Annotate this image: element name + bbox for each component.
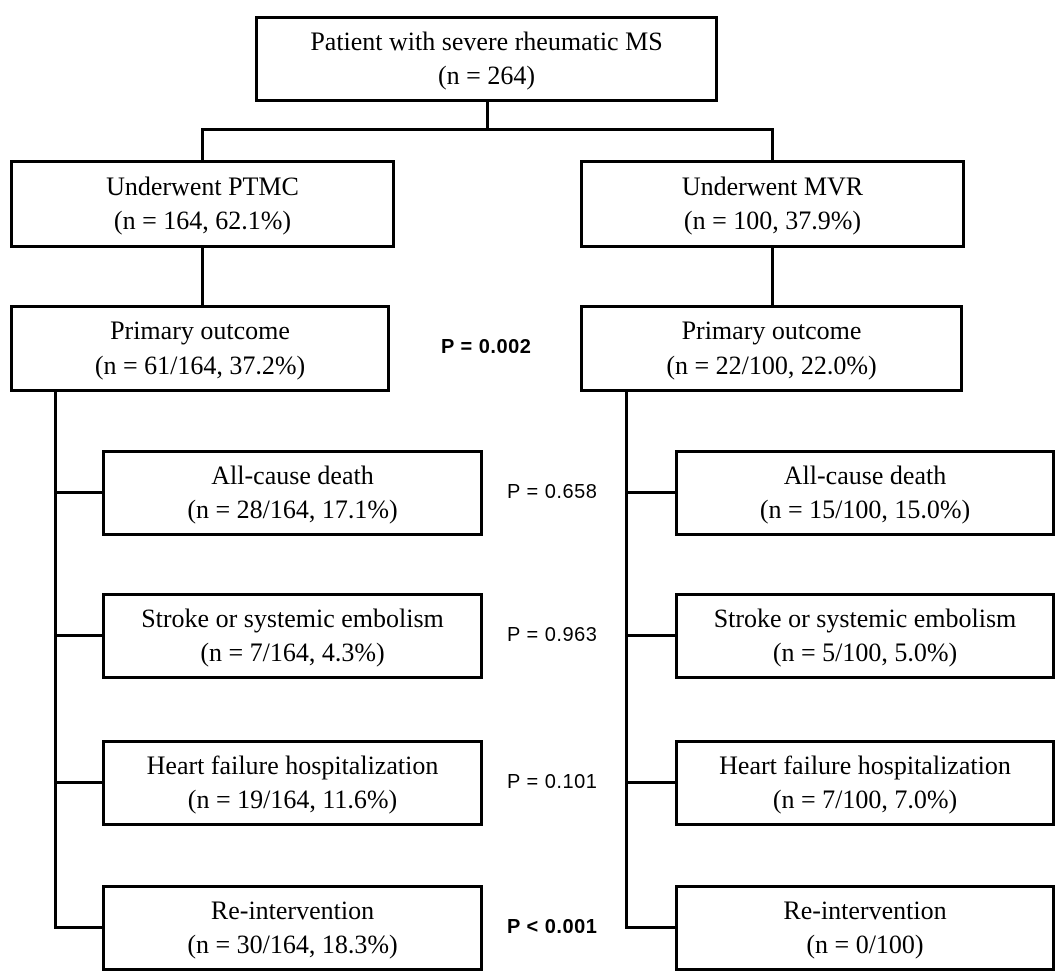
connector-right-spine	[625, 392, 628, 929]
connector-root-stem	[486, 102, 489, 130]
mvr-outcome-hf-title: Heart failure hospitalization	[719, 750, 1011, 780]
mvr-outcome-stroke-box: Stroke or systemic embolism (n = 5/100, …	[675, 593, 1055, 679]
mvr-outcome-stroke-title: Stroke or systemic embolism	[713, 603, 1017, 633]
connector-left-spine	[54, 392, 57, 929]
ptmc-group-count: (n = 164, 62.1%)	[113, 206, 292, 235]
connector-right-stub-4	[625, 926, 675, 929]
ptmc-outcome-stroke-box: Stroke or systemic embolism (n = 7/164, …	[102, 593, 483, 679]
ptmc-outcome-reintervention-title: Re-intervention	[210, 895, 375, 925]
ptmc-group-box: Underwent PTMC (n = 164, 62.1%)	[10, 160, 395, 248]
ptmc-outcome-stroke-count: (n = 7/164, 4.3%)	[200, 638, 385, 667]
mvr-outcome-reintervention-box: Re-intervention (n = 0/100)	[675, 885, 1055, 971]
mvr-outcome-death-count: (n = 15/100, 15.0%)	[759, 495, 971, 524]
connector-left-stub-4	[54, 926, 102, 929]
mvr-outcome-death-title: All-cause death	[783, 460, 947, 490]
connector-right-primary-stem	[771, 248, 774, 307]
mvr-group-count: (n = 100, 37.9%)	[683, 206, 862, 235]
root-box-count: (n = 264)	[438, 61, 535, 90]
connector-left-stub-3	[54, 781, 102, 784]
mvr-outcome-reintervention-title: Re-intervention	[783, 895, 947, 925]
p-value-death: P = 0.658	[507, 481, 598, 503]
mvr-primary-title: Primary outcome	[681, 316, 862, 346]
ptmc-outcome-death-box: All-cause death (n = 28/164, 17.1%)	[102, 450, 483, 536]
mvr-outcome-death-box: All-cause death (n = 15/100, 15.0%)	[675, 450, 1055, 536]
ptmc-outcome-death-count: (n = 28/164, 17.1%)	[187, 495, 398, 524]
mvr-outcome-reintervention-count: (n = 0/100)	[806, 930, 924, 959]
p-value-reintervention: P < 0.001	[507, 916, 598, 938]
root-box-title: Patient with severe rheumatic MS	[310, 26, 663, 56]
root-box: Patient with severe rheumatic MS (n = 26…	[255, 16, 718, 102]
connector-left-branch-stem	[201, 128, 204, 162]
ptmc-primary-title: Primary outcome	[110, 316, 290, 346]
connector-left-stub-1	[54, 491, 102, 494]
connector-right-stub-1	[625, 491, 675, 494]
ptmc-outcome-hf-count: (n = 19/164, 11.6%)	[187, 785, 398, 814]
ptmc-primary-outcome-box: Primary outcome (n = 61/164, 37.2%)	[10, 305, 390, 392]
connector-right-stub-2	[625, 634, 675, 637]
mvr-outcome-hf-count: (n = 7/100, 7.0%)	[772, 785, 958, 814]
connector-left-stub-2	[54, 634, 102, 637]
mvr-primary-outcome-box: Primary outcome (n = 22/100, 22.0%)	[580, 305, 963, 392]
mvr-primary-count: (n = 22/100, 22.0%)	[666, 350, 877, 380]
ptmc-outcome-hf-title: Heart failure hospitalization	[146, 750, 439, 780]
connector-left-primary-stem	[201, 248, 204, 307]
connector-right-branch-stem	[771, 128, 774, 162]
mvr-group-box: Underwent MVR (n = 100, 37.9%)	[580, 160, 965, 248]
ptmc-outcome-hf-box: Heart failure hospitalization (n = 19/16…	[102, 740, 483, 826]
p-value-primary: P = 0.002	[441, 336, 532, 358]
ptmc-outcome-reintervention-count: (n = 30/164, 18.3%)	[187, 930, 398, 959]
ptmc-outcome-stroke-title: Stroke or systemic embolism	[141, 603, 444, 633]
ptmc-group-title: Underwent PTMC	[106, 171, 299, 201]
connector-branch-bar	[201, 128, 774, 131]
p-value-hf: P = 0.101	[507, 771, 598, 793]
ptmc-outcome-reintervention-box: Re-intervention (n = 30/164, 18.3%)	[102, 885, 483, 971]
ptmc-outcome-death-title: All-cause death	[211, 460, 374, 490]
ptmc-primary-count: (n = 61/164, 37.2%)	[94, 350, 306, 380]
mvr-group-title: Underwent MVR	[681, 171, 864, 201]
p-value-stroke: P = 0.963	[507, 624, 598, 646]
connector-right-stub-3	[625, 781, 675, 784]
mvr-outcome-hf-box: Heart failure hospitalization (n = 7/100…	[675, 740, 1055, 826]
mvr-outcome-stroke-count: (n = 5/100, 5.0%)	[772, 638, 958, 667]
